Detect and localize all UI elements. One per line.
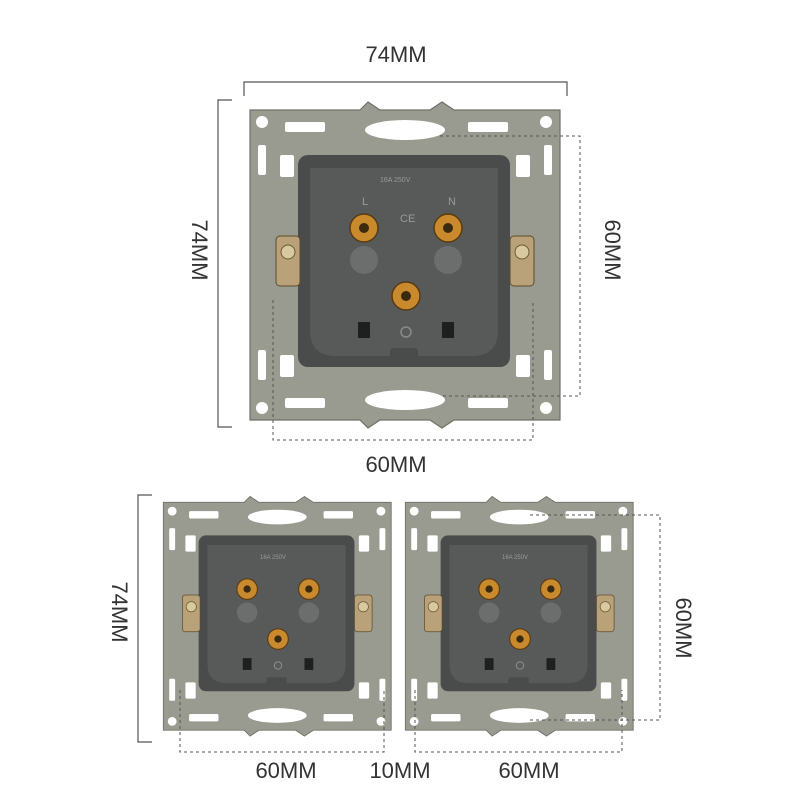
bottom-right-socket-module: 16A 250V bbox=[404, 495, 634, 737]
bottom-mount-height-label: 60MM bbox=[671, 597, 696, 658]
live-marking: L bbox=[362, 196, 368, 208]
top-width-label: 74MM bbox=[365, 42, 426, 67]
ce-marking: CE bbox=[400, 213, 415, 225]
top-mount-width-dimension: 60MM bbox=[272, 300, 534, 477]
bottom-height-dimension: 74MM bbox=[107, 494, 152, 743]
bottom-mount-height-dimension: 60MM bbox=[530, 514, 696, 721]
top-socket-module: 16A 250V L N CE bbox=[249, 101, 561, 429]
bottom-mount-width-dimensions: 60MM 10MM 60MM bbox=[179, 690, 623, 783]
rating-marking-left: 16A 250V bbox=[260, 555, 286, 561]
bottom-right-mount-label: 60MM bbox=[498, 758, 559, 783]
bottom-height-label: 74MM bbox=[107, 581, 132, 642]
bottom-gap-label: 10MM bbox=[369, 758, 430, 783]
bottom-left-mount-label: 60MM bbox=[255, 758, 316, 783]
neutral-marking: N bbox=[448, 196, 456, 208]
top-height-label: 74MM bbox=[187, 219, 212, 280]
top-mount-height-dimension: 60MM bbox=[440, 135, 625, 397]
top-mount-height-label: 60MM bbox=[600, 219, 625, 280]
bottom-left-socket-module: 16A 250V bbox=[162, 495, 392, 737]
top-width-dimension: 74MM bbox=[243, 42, 568, 96]
rating-marking: 16A 250V bbox=[380, 177, 411, 184]
rating-marking-right: 16A 250V bbox=[502, 555, 528, 561]
top-height-dimension: 74MM bbox=[187, 99, 232, 428]
top-mount-width-label: 60MM bbox=[365, 452, 426, 477]
